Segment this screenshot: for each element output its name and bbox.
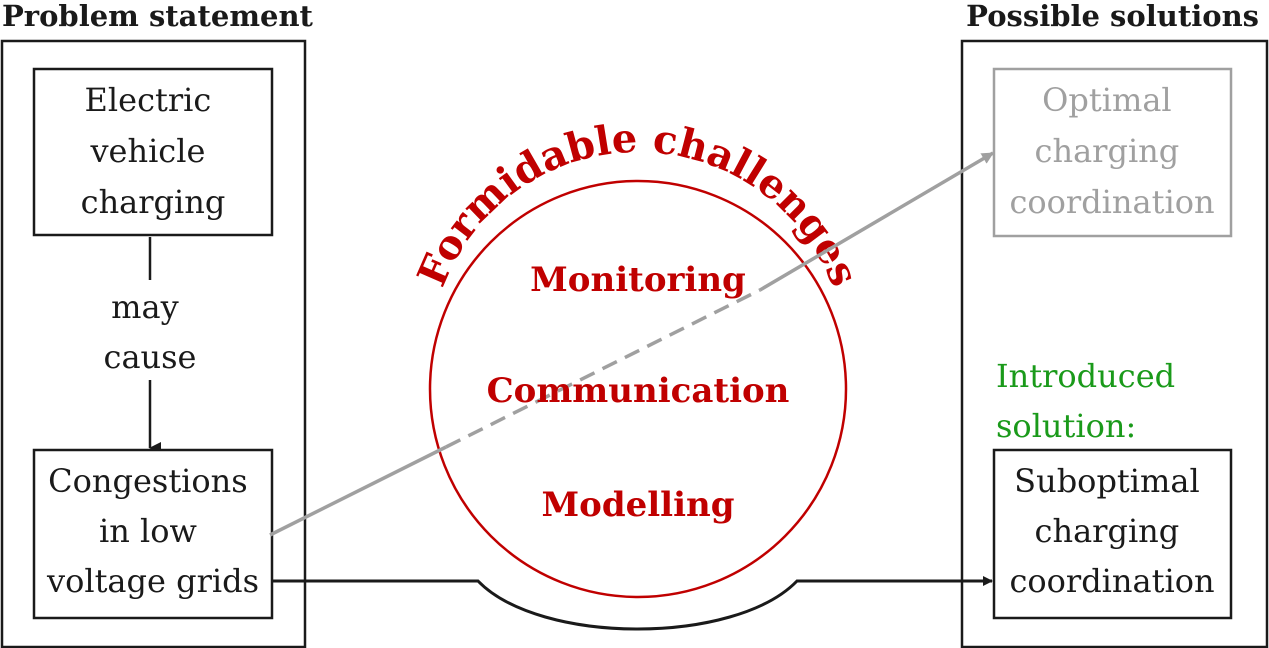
optimal-arrow-segment-end: [759, 151, 994, 292]
optimal-arrow-segment-dashed: [445, 288, 761, 449]
bypass-arrow: [272, 576, 993, 631]
possible-solutions-heading: Possible solutions: [966, 0, 1259, 33]
ev-charging-box: [32, 67, 274, 237]
optimal-coordination-box: [992, 67, 1233, 238]
challenge-communication: Communication: [487, 371, 790, 411]
suboptimal-coordination-box: [992, 448, 1233, 620]
may-cause-label: may cause: [104, 288, 197, 376]
problem-statement-panel: [0, 39, 307, 648]
challenges-circle: [428, 179, 848, 599]
ev-charging-text: Electric vehicle charging: [81, 81, 226, 221]
congestion-text: Congestions in low voltage grids: [46, 462, 259, 600]
optimal-coordination-text: Optimal charging coordination: [1009, 81, 1214, 221]
challenge-monitoring: Monitoring: [530, 260, 746, 300]
optimal-arrow-segment-start: [269, 445, 447, 537]
possible-solutions-panel: [960, 39, 1269, 648]
suboptimal-coordination-text: Suboptimal charging coordination: [1009, 462, 1214, 600]
introduced-solution-label: Introduced solution:: [996, 357, 1185, 445]
challenge-modelling: Modelling: [542, 485, 735, 525]
problem-statement-heading: Problem statement: [2, 0, 314, 33]
